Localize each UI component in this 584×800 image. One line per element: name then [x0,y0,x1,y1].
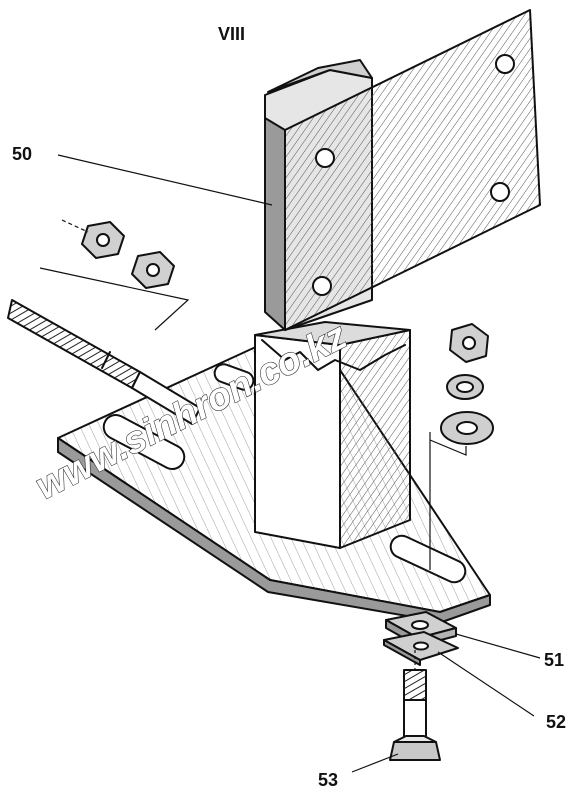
leader-line-53 [351,753,399,773]
callout-50: 50 [12,144,32,164]
bolt [389,669,441,761]
plate-hole-lower-right [490,182,510,202]
leader-line-52 [437,651,535,717]
callout-51: 51 [544,650,564,670]
rod-nut-1 [81,221,125,259]
upright-post [254,321,411,549]
leader-line-51 [455,633,541,659]
threaded-rod [7,299,201,425]
plate-hole-upper-left [315,148,335,168]
plate-hole-lower-left [312,276,332,296]
leader-line-50 [57,154,273,206]
callout-52: 52 [546,712,566,732]
side-nut [449,323,489,363]
lock-washer [446,374,484,400]
section-label: VIII [218,24,245,44]
callout-53: 53 [318,770,338,790]
bracket-plate [264,9,541,331]
rod-nut-2 [131,251,175,289]
flat-washer [440,411,494,445]
plate-hole-upper-right [495,54,515,74]
